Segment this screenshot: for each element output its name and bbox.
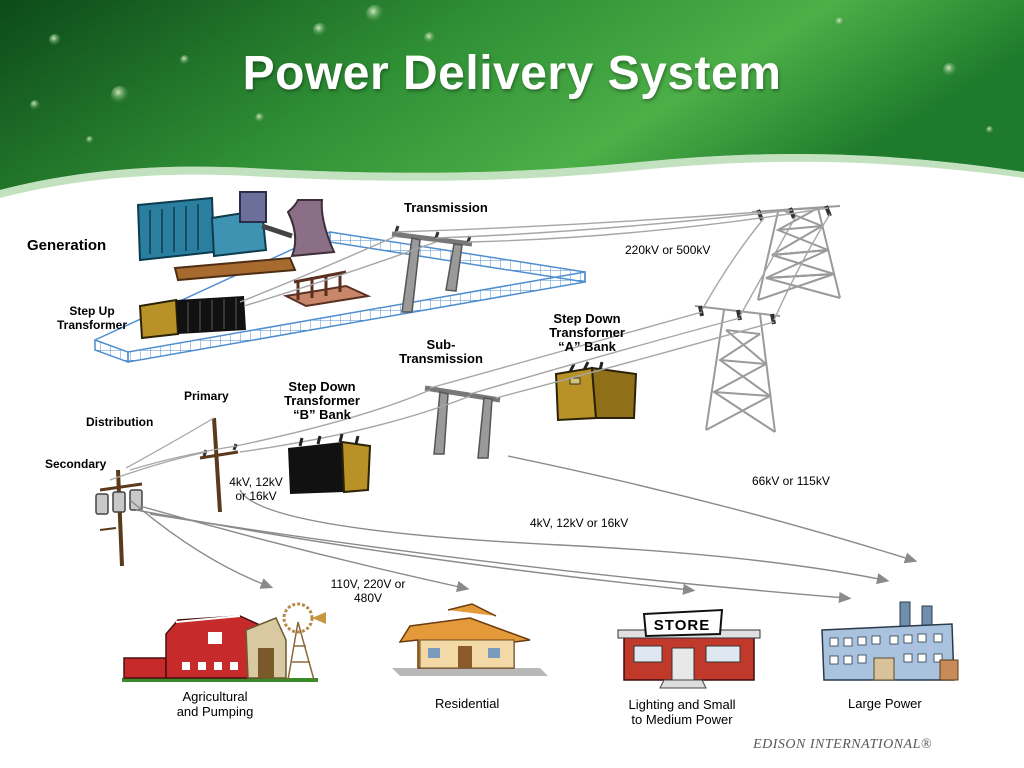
label-commercial: Lighting and Small to Medium Power bbox=[628, 697, 736, 727]
label-generation: Generation bbox=[27, 237, 107, 254]
leaf-background bbox=[0, 0, 1024, 198]
label-step-up-transformer: Step Up Transformer bbox=[56, 304, 128, 332]
store-icon bbox=[617, 608, 761, 689]
water-drops bbox=[30, 5, 994, 144]
label-residential: Residential bbox=[435, 696, 500, 711]
step-up-transformer-icon bbox=[138, 296, 246, 340]
subtransmission-lines bbox=[235, 311, 775, 453]
windmill-icon bbox=[282, 602, 326, 681]
transmission-pole-icon bbox=[391, 225, 473, 313]
label-primary-feed-voltage: 4kV, 12kV or 16kV bbox=[530, 516, 629, 530]
barn-icon bbox=[122, 615, 318, 682]
label-step-down-transformer-b: Step Down Transformer “B” Bank bbox=[284, 379, 360, 422]
distribution-lines bbox=[109, 417, 237, 481]
subtransmission-pole-icon bbox=[424, 385, 501, 459]
label-industrial: Large Power bbox=[848, 696, 922, 711]
label-sub-transmission: Sub- Transmission bbox=[399, 337, 483, 366]
label-transmission: Transmission bbox=[404, 200, 488, 215]
label-secondary: Secondary bbox=[45, 457, 107, 471]
house-icon bbox=[392, 603, 548, 676]
label-primary: Primary bbox=[184, 389, 229, 403]
label-transmission-voltage: 220kV or 500kV bbox=[625, 243, 711, 257]
power-plant-icon bbox=[136, 191, 336, 282]
header-banner bbox=[0, 0, 1024, 200]
lattice-tower-icon-front bbox=[694, 305, 781, 433]
label-distribution: Distribution bbox=[86, 415, 154, 429]
label-subtransmission-voltage: 66kV or 115kV bbox=[752, 474, 830, 488]
step-down-transformer-b-icon bbox=[288, 433, 372, 494]
feeder-arrows bbox=[129, 455, 918, 604]
label-distribution-voltage: 4kV, 12kV or 16kV bbox=[229, 475, 283, 503]
label-secondary-voltage: 110V, 220V or 480V bbox=[330, 577, 406, 605]
label-step-down-transformer-a: Step Down Transformer “A” Bank bbox=[549, 311, 625, 354]
label-agricultural: Agricultural and Pumping bbox=[176, 689, 254, 719]
slide-title: Power Delivery System bbox=[242, 47, 782, 100]
step-down-transformer-a-icon bbox=[554, 361, 638, 422]
transmission-lines bbox=[239, 207, 831, 321]
secondary-pole-icon bbox=[95, 469, 143, 567]
substation-structure bbox=[282, 270, 372, 308]
factory-icon bbox=[821, 601, 959, 681]
store-sign: STORE bbox=[653, 617, 711, 634]
footer-brand: EDISON INTERNATIONAL® bbox=[753, 737, 932, 752]
